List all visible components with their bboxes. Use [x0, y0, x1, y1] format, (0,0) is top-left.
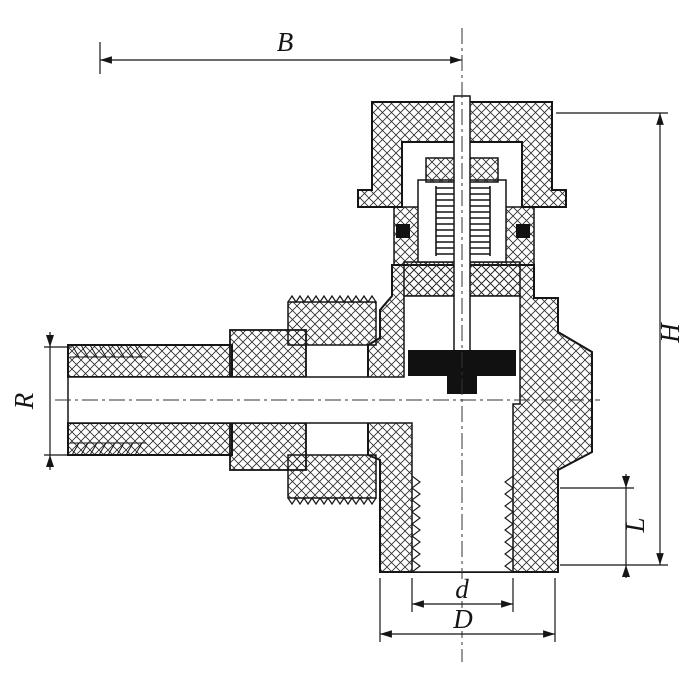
handle-cap [357, 101, 567, 208]
tailpiece-bottom-wall [67, 422, 233, 456]
dimension-d [411, 578, 514, 612]
valve-body-group [67, 95, 593, 573]
oring-seal-left [396, 224, 410, 238]
knurl-ring-top [287, 301, 377, 346]
dimensions [44, 42, 668, 642]
centerlines [55, 28, 600, 662]
arrowhead [46, 455, 54, 467]
dim-label-B: B [277, 27, 294, 57]
dim-label-D: D [452, 604, 473, 634]
dimension-R [44, 332, 72, 470]
arrowhead [622, 565, 630, 577]
parting-lines [231, 330, 307, 470]
flow-cavity [67, 295, 521, 573]
dim-label-R: R [9, 392, 39, 410]
dimension-B [99, 42, 462, 74]
dim-label-d: d [455, 574, 469, 604]
tailpiece-top-wall [67, 344, 233, 378]
male-thread [70, 344, 146, 456]
arrowhead [46, 335, 54, 347]
dimension-labels: B H R L d D [9, 27, 685, 634]
knurl-ring-bottom [287, 454, 377, 499]
dim-label-H: H [655, 322, 685, 344]
dimension-H [556, 112, 668, 566]
female-thread [411, 475, 514, 573]
label-halo [448, 608, 477, 631]
oring-seal-right [516, 224, 530, 238]
arrowhead [622, 476, 630, 488]
knurl-teeth-top [287, 294, 377, 304]
label-halo [449, 579, 476, 601]
knurl-teeth-bottom [287, 496, 377, 506]
dimension-L [560, 474, 634, 578]
dimension-D [379, 578, 556, 642]
dim-label-L: L [620, 517, 650, 533]
